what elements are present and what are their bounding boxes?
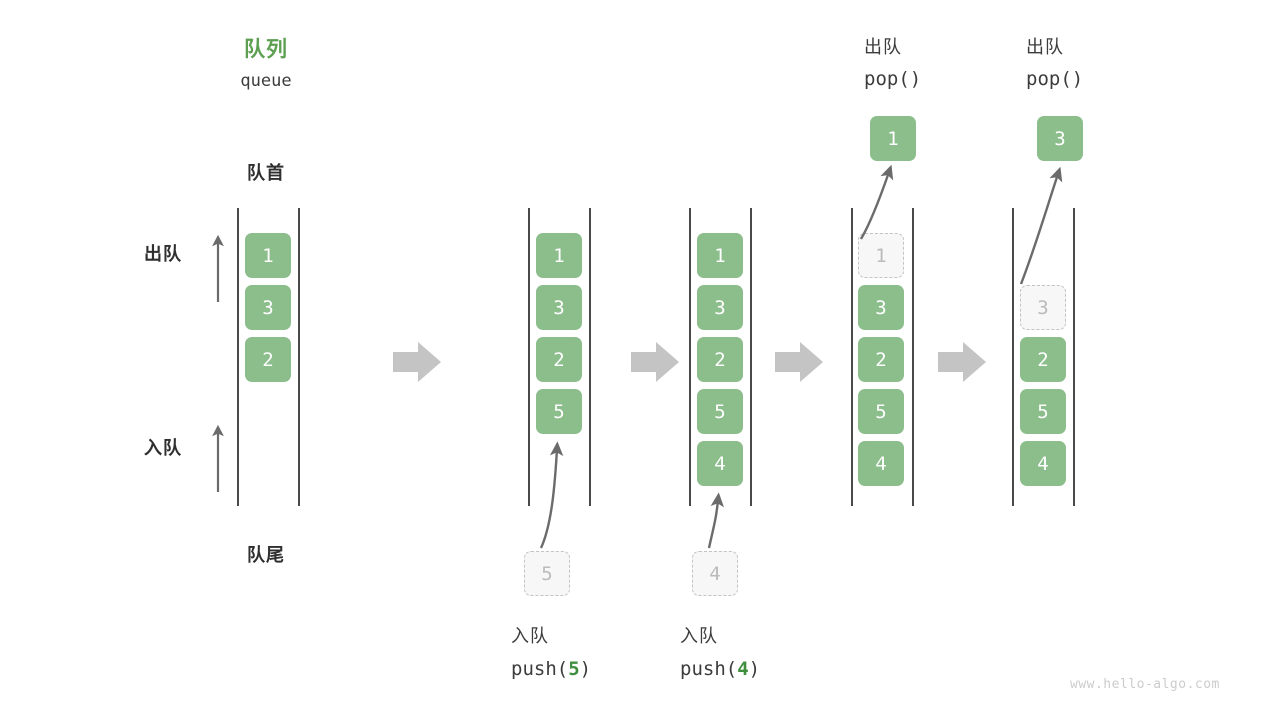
incoming-ghost-cell: 5 — [524, 551, 570, 596]
step-arrow-4 — [938, 342, 986, 382]
queue-cell: 1 — [536, 233, 582, 278]
step-caption-cn: 出队 — [1026, 37, 1064, 57]
pop-1-arrow — [859, 164, 894, 240]
step-caption-code: pop() — [864, 68, 922, 90]
queue-cell: 3 — [858, 285, 904, 330]
popped-cell: 3 — [1037, 116, 1083, 161]
step-caption-cn: 入队 — [511, 626, 549, 646]
front-label: 队首 — [247, 163, 285, 183]
dequeue-side-label: 出队 — [144, 244, 182, 264]
code-prefix: push( — [511, 658, 569, 680]
step-arrow-3 — [775, 342, 823, 382]
queue-title-cn: 队列 — [244, 38, 288, 61]
rail-right — [298, 208, 300, 506]
queue-cell: 2 — [858, 337, 904, 382]
push-5-arrow — [539, 441, 564, 549]
step-caption-cn: 出队 — [864, 37, 902, 57]
code-arg: 4 — [737, 658, 749, 680]
step-caption-code: push(4) — [680, 658, 760, 680]
rail-left — [689, 208, 691, 506]
rail-left — [528, 208, 530, 506]
queue-cell: 4 — [1020, 441, 1066, 486]
rail-left — [851, 208, 853, 506]
queue-cell: 3 — [697, 285, 743, 330]
queue-cell-ghost: 3 — [1020, 285, 1066, 330]
queue-cell: 5 — [858, 389, 904, 434]
queue-cell: 3 — [536, 285, 582, 330]
rail-right — [1073, 208, 1075, 506]
queue-cell: 4 — [697, 441, 743, 486]
queue-cell: 2 — [697, 337, 743, 382]
queue-cell: 5 — [697, 389, 743, 434]
step-arrow-1 — [393, 342, 441, 382]
queue-title-en: queue — [240, 71, 292, 91]
queue-cell: 1 — [245, 233, 291, 278]
queue-cell: 5 — [1020, 389, 1066, 434]
step-caption-code: push(5) — [511, 658, 591, 680]
queue-cell: 4 — [858, 441, 904, 486]
rail-right — [589, 208, 591, 506]
code-suffix: ) — [748, 658, 761, 680]
step-caption-cn: 入队 — [680, 626, 718, 646]
pop-3-arrow — [1019, 166, 1063, 285]
step-caption-code: pop() — [1026, 68, 1084, 90]
queue-cell: 3 — [245, 285, 291, 330]
push-4-arrow — [707, 492, 725, 549]
rail-right — [912, 208, 914, 506]
queue-cell: 5 — [536, 389, 582, 434]
queue-cell: 2 — [1020, 337, 1066, 382]
queue-cell-ghost: 1 — [858, 233, 904, 278]
queue-cell: 1 — [697, 233, 743, 278]
rail-left — [1012, 208, 1014, 506]
code-arg: 5 — [568, 658, 580, 680]
code-prefix: push( — [680, 658, 738, 680]
code-suffix: ) — [579, 658, 592, 680]
watermark: www.hello-algo.com — [1070, 677, 1220, 692]
popped-cell: 1 — [870, 116, 916, 161]
queue-cell: 2 — [536, 337, 582, 382]
rail-left — [237, 208, 239, 506]
queue-cell: 2 — [245, 337, 291, 382]
enqueue-side-label: 入队 — [144, 438, 182, 458]
rear-label: 队尾 — [247, 545, 285, 565]
incoming-ghost-cell: 4 — [692, 551, 738, 596]
rail-right — [750, 208, 752, 506]
step-arrow-2 — [631, 342, 679, 382]
